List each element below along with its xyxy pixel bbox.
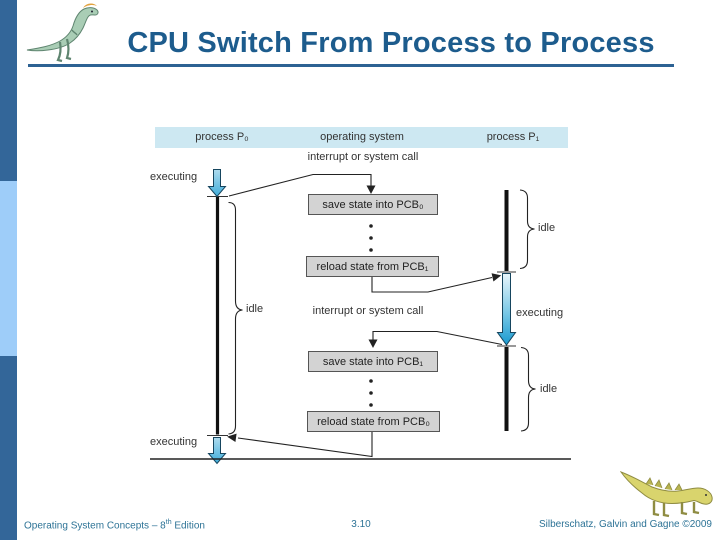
box-save-state-pcb0: save state into PCB₀ — [308, 194, 438, 215]
label-executing-p0-top: executing — [150, 171, 198, 183]
executing-arrow-p0-top — [207, 169, 227, 198]
label-idle-p0: idle — [246, 303, 264, 315]
label-executing-p0-bottom: executing — [150, 436, 198, 448]
dino-eye — [91, 10, 93, 13]
box-save-state-pcb1: save state into PCB₁ — [308, 351, 438, 372]
footer-edition-text: Edition — [171, 520, 205, 532]
footer-authors: Silberschatz, Galvin and Gagne ©2009 — [538, 519, 712, 530]
connector-interrupt2 — [372, 330, 503, 346]
connector-interrupt1 — [228, 173, 372, 197]
box-reload-state-pcb1: reload state from PCB₁ — [306, 256, 439, 277]
arrowhead-reload1 — [491, 273, 502, 282]
sidebar-segment-top — [0, 0, 17, 181]
dino2-legs — [652, 501, 700, 518]
connector-reload1-to-p1 — [371, 276, 493, 293]
footer-book-title: Operating System Concepts – 8th Edition — [24, 519, 205, 531]
page-title: CPU Switch From Process to Process — [127, 27, 655, 59]
label-executing-p1: executing — [516, 307, 564, 319]
dino2-body — [620, 471, 713, 505]
slide-page-number: 3.10 — [351, 519, 371, 530]
brace-idle-p1-bottom — [520, 346, 536, 432]
dino-crest — [83, 3, 97, 8]
label-idle-p1-top: idle — [538, 222, 556, 234]
executing-arrow-p0-bottom — [207, 437, 227, 465]
label-interrupt-mid: interrupt or system call — [312, 305, 424, 317]
diagram-header-band — [155, 127, 568, 148]
executing-arrow-p1 — [496, 273, 517, 346]
dino2-spikes — [645, 477, 683, 491]
dino-legs — [56, 38, 72, 63]
dino-body — [26, 7, 99, 52]
column-label-process-p0: process P₀ — [195, 131, 249, 143]
dino2-eye — [705, 494, 707, 496]
title-underline — [28, 64, 674, 67]
arrowhead-interrupt2 — [368, 339, 378, 348]
sidebar-segment-middle — [0, 181, 17, 356]
column-label-operating-system: operating system — [320, 131, 404, 143]
arrowhead-interrupt1 — [366, 185, 376, 194]
arrowhead-reload0 — [227, 433, 237, 442]
footer-dinosaur-icon — [620, 471, 713, 518]
label-idle-p1-bottom: idle — [540, 383, 558, 395]
sidebar-segment-bottom — [0, 356, 17, 540]
label-interrupt-top: interrupt or system call — [307, 151, 419, 163]
dinosaur-logo-icon — [26, 3, 99, 63]
dino-arm — [71, 29, 78, 36]
column-label-process-p1: process P₁ — [486, 131, 540, 143]
connector-reload0-to-p0 — [237, 432, 373, 458]
box-reload-state-pcb0: reload state from PCB₀ — [307, 411, 440, 432]
ellipsis-dots-top — [369, 224, 373, 252]
footer-edition-sup: th — [165, 519, 172, 526]
footer-book-title-text: Operating System Concepts – 8 — [24, 520, 166, 532]
brace-idle-p1-top — [519, 189, 535, 270]
ellipsis-dots-bottom — [369, 379, 373, 407]
brace-idle-p0 — [228, 201, 243, 435]
